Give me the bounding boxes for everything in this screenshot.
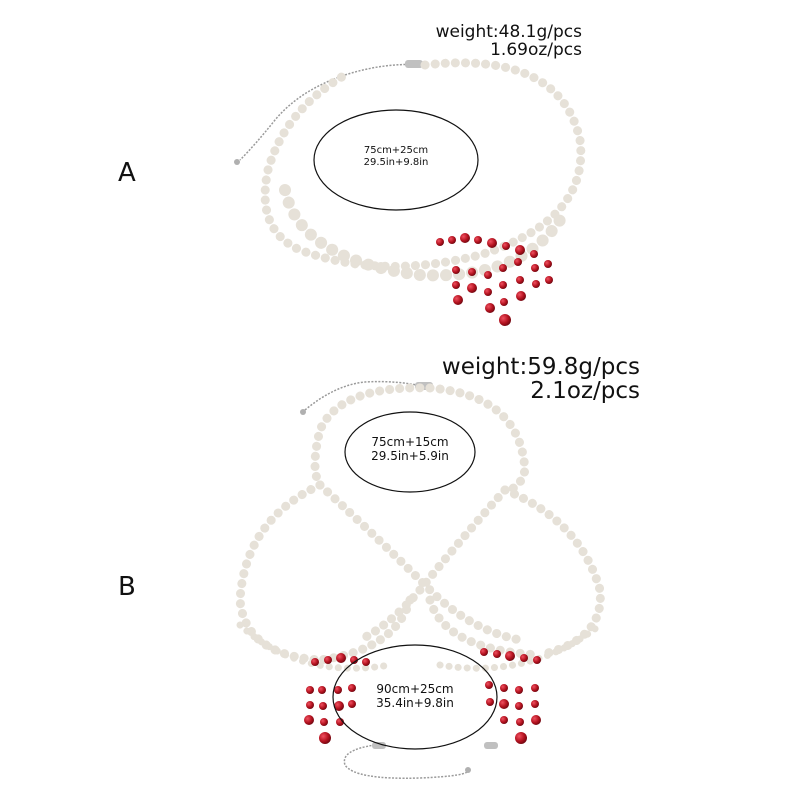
- size-in-b-bottom: 35.4in+9.8in: [376, 695, 454, 710]
- red-bead-drops-a: [436, 233, 553, 326]
- red-bead-drops-b-left: [304, 653, 370, 744]
- size-oval-a: [313, 109, 479, 211]
- variant-label-a: A: [118, 158, 136, 188]
- size-label-b-top: 75cm+15cm 29.5in+5.9in: [350, 435, 470, 464]
- chain-b-top: [304, 380, 431, 411]
- size-label-b-bottom: 90cm+25cm 35.4in+9.8in: [340, 682, 490, 711]
- size-oval-b-bottom: [332, 644, 498, 750]
- pearl-strand-a-inner: [279, 184, 566, 282]
- pearl-strand-b-under: [236, 621, 604, 672]
- red-bead-drops-b-right: [480, 648, 541, 744]
- pearl-strand-b-cups: [235, 480, 605, 665]
- pearl-strand-b-cross: [315, 480, 525, 645]
- necklace-a: [234, 58, 586, 326]
- weight-grams-a: weight:48.1g/pcs: [435, 22, 582, 42]
- pearl-strand-a-outer: [260, 58, 586, 271]
- weight-ounces-a: 1.69oz/pcs: [490, 39, 582, 60]
- weight-label-a: weight:48.1g/pcs 1.69oz/pcs: [435, 22, 582, 60]
- weight-grams-b: weight:59.8g/pcs: [441, 354, 640, 380]
- size-label-a: 75cm+25cm 29.5in+9.8in: [316, 145, 476, 168]
- weight-label-b: weight:59.8g/pcs 2.1oz/pcs: [442, 355, 640, 403]
- chain-a: [239, 74, 346, 161]
- size-in-b-top: 29.5in+5.9in: [371, 448, 449, 463]
- variant-label-b: B: [118, 572, 136, 602]
- size-oval-b-top: [344, 411, 476, 493]
- body-chain-b: [235, 380, 605, 779]
- chain-b-bottom: [343, 744, 469, 779]
- pearl-strand-b-neck: [310, 383, 530, 495]
- size-cm-a: 75cm+25cm: [363, 145, 429, 156]
- size-cm-b-bottom: 90cm+25cm: [376, 682, 454, 696]
- weight-ounces-b: 2.1oz/pcs: [530, 378, 640, 405]
- size-in-a: 29.5in+9.8in: [363, 156, 429, 168]
- size-cm-b-top: 75cm+15cm: [371, 435, 449, 449]
